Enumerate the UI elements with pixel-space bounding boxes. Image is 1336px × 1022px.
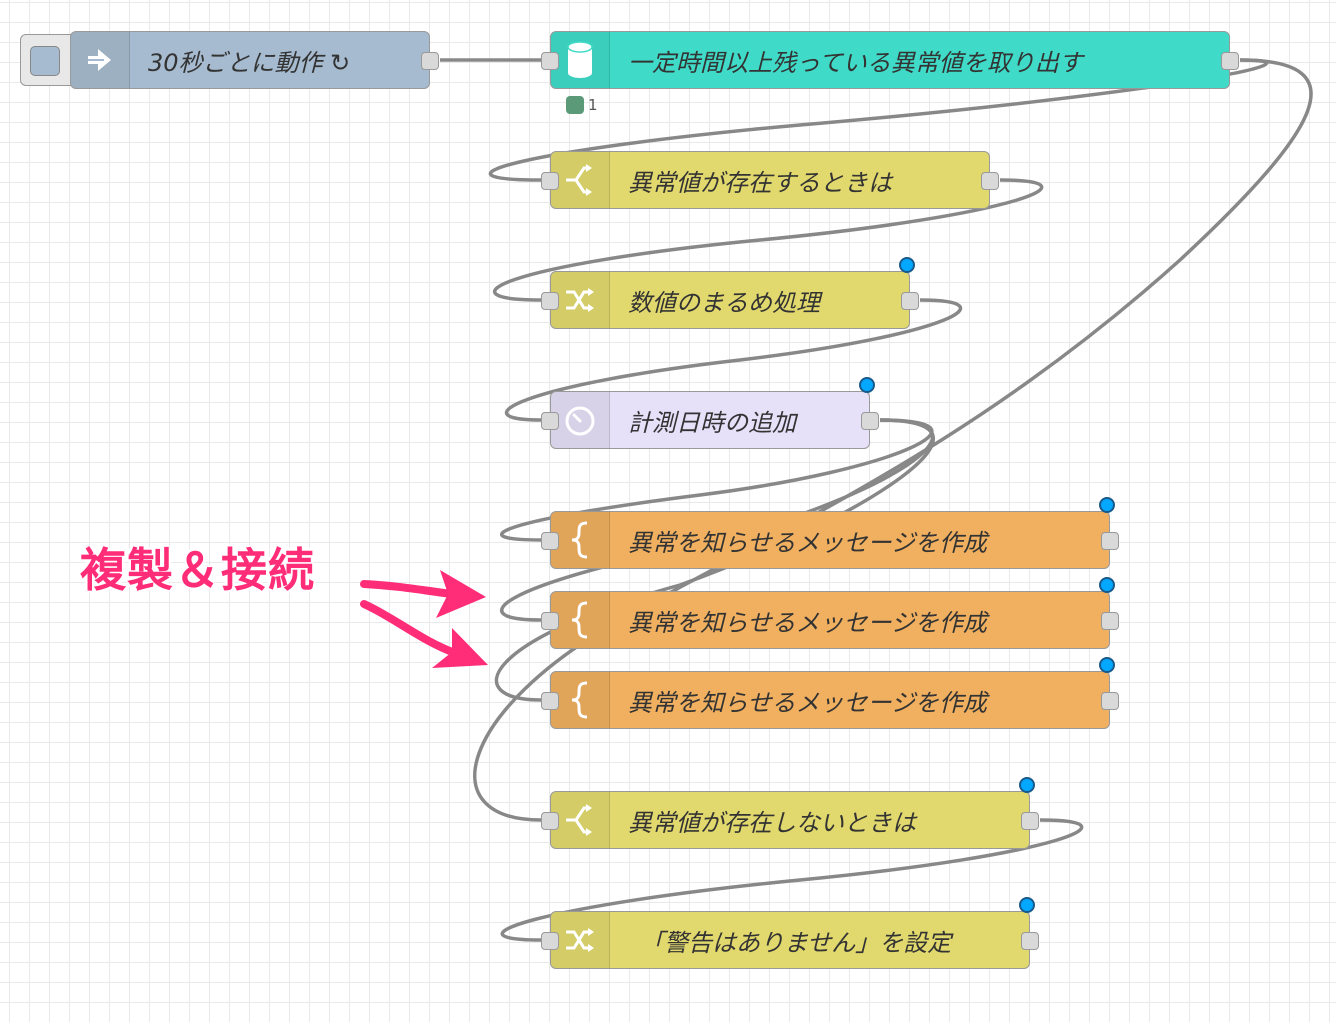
- changed-indicator: [859, 377, 875, 393]
- node-template-message-1[interactable]: 異常を知らせるメッセージを作成: [541, 497, 1119, 569]
- output-port[interactable]: [421, 52, 439, 70]
- node-label: 「警告はありません」を設定: [640, 928, 952, 957]
- output-port[interactable]: [1101, 692, 1119, 710]
- arrow-right-icon: [360, 570, 486, 618]
- output-port[interactable]: [1221, 52, 1239, 70]
- shuffle-icon: [551, 912, 610, 968]
- arrow-right-icon: [360, 600, 488, 668]
- node-query[interactable]: 一定時間以上残っている異常値を取り出す: [541, 31, 1239, 89]
- changed-indicator: [899, 257, 915, 273]
- input-port[interactable]: [541, 812, 559, 830]
- wire-query-to-switch2: [473, 58, 1313, 822]
- output-port[interactable]: [901, 292, 919, 310]
- input-port[interactable]: [541, 932, 559, 950]
- input-port[interactable]: [541, 412, 559, 430]
- node-change-no-warning[interactable]: 「警告はありません」を設定: [541, 897, 1039, 969]
- node-label: 異常値が存在するときは: [628, 168, 892, 197]
- switch-icon: [551, 152, 610, 208]
- wire-change1-to-timestamp: [504, 298, 963, 422]
- node-label: 異常値が存在しないときは: [628, 808, 916, 837]
- output-port[interactable]: [861, 412, 879, 430]
- output-port[interactable]: [981, 172, 999, 190]
- changed-indicator: [1019, 897, 1035, 913]
- changed-indicator: [1099, 577, 1115, 593]
- changed-indicator: [1099, 657, 1115, 673]
- arrow-in-icon: [71, 32, 130, 88]
- input-port[interactable]: [541, 532, 559, 550]
- node-label: 異常を知らせるメッセージを作成: [628, 528, 988, 557]
- node-change-rounding[interactable]: 数値のまるめ処理: [541, 257, 919, 329]
- wire-timestamp-to-template3: [494, 418, 936, 702]
- node-label: 異常を知らせるメッセージを作成: [628, 688, 988, 717]
- node-switch-exists[interactable]: 異常値が存在するときは: [541, 151, 999, 209]
- inject-trigger-square[interactable]: [30, 46, 60, 76]
- node-inject[interactable]: 30秒ごとに動作 ↻: [70, 31, 439, 89]
- timer-icon: [551, 392, 610, 448]
- node-label: 計測日時の追加: [628, 408, 796, 437]
- wire-switch1-to-change1: [493, 178, 1044, 302]
- node-label: 一定時間以上残っている異常値を取り出す: [628, 48, 1083, 77]
- switch-icon: [551, 792, 610, 848]
- status-text: 1: [588, 96, 598, 114]
- annotation-label: 複製＆接続: [80, 543, 315, 597]
- curly-brace-icon: [551, 672, 610, 728]
- node-label: 数値のまるめ処理: [628, 288, 820, 317]
- output-port[interactable]: [1021, 932, 1039, 950]
- output-port[interactable]: [1101, 612, 1119, 630]
- output-port[interactable]: [1021, 812, 1039, 830]
- node-label: 異常を知らせるメッセージを作成: [628, 608, 988, 637]
- node-switch-not-exists[interactable]: 異常値が存在しないときは: [541, 777, 1039, 849]
- node-label: 30秒ごとに動作 ↻: [148, 48, 351, 77]
- wire-switch2-to-change2: [500, 818, 1084, 942]
- input-port[interactable]: [541, 692, 559, 710]
- input-port[interactable]: [541, 172, 559, 190]
- changed-indicator: [1019, 777, 1035, 793]
- output-port[interactable]: [1101, 532, 1119, 550]
- status-dot: [566, 96, 584, 114]
- input-port[interactable]: [541, 612, 559, 630]
- node-status: 1: [566, 96, 598, 114]
- input-port[interactable]: [541, 292, 559, 310]
- wire-query-to-switch1: [488, 58, 1269, 182]
- changed-indicator: [1099, 497, 1115, 513]
- shuffle-icon: [551, 272, 610, 328]
- node-template-message-2[interactable]: 異常を知らせるメッセージを作成: [541, 577, 1119, 649]
- curly-brace-icon: [551, 592, 610, 648]
- node-template-message-3[interactable]: 異常を知らせるメッセージを作成: [541, 657, 1119, 729]
- database-icon: [551, 32, 610, 88]
- curly-brace-icon: [551, 512, 610, 568]
- node-add-timestamp[interactable]: 計測日時の追加: [541, 377, 879, 449]
- input-port[interactable]: [541, 52, 559, 70]
